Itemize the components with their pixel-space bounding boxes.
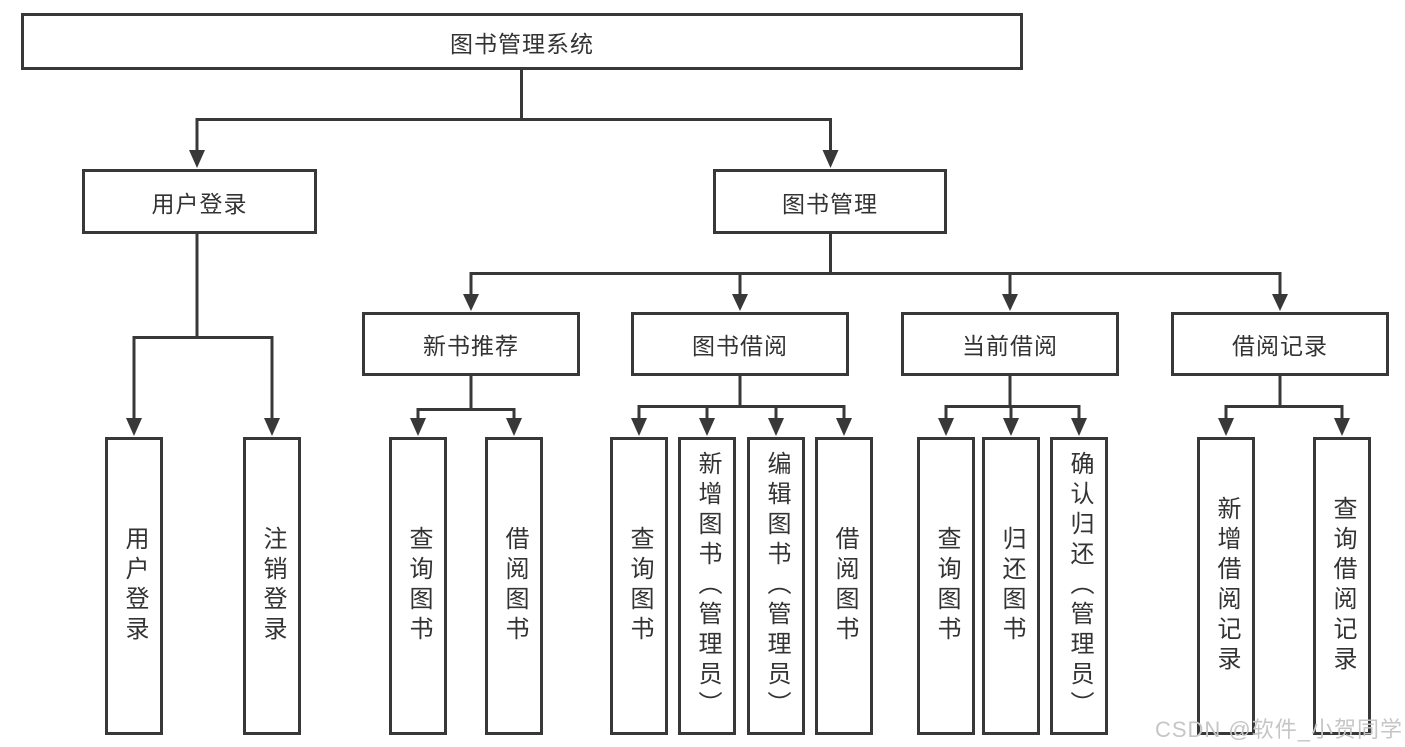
leaf-borrow-books-recommend-label: 借阅图书 — [501, 526, 528, 646]
node-borrowing-records-label: 借阅记录 — [1232, 333, 1328, 359]
node-new-book-recommendation-label: 新书推荐 — [423, 333, 519, 359]
node-book-management: 图书管理 — [713, 169, 947, 234]
leaf-edit-books-admin-label: 编辑图书（管理员） — [763, 451, 790, 721]
node-user-login-label: 用户登录 — [151, 190, 248, 217]
leaf-user-login: 用户登录 — [105, 437, 163, 735]
node-borrowing-records: 借阅记录 — [1171, 312, 1389, 376]
connector-book-management-split — [463, 233, 1288, 311]
node-root-label: 图书管理系统 — [450, 30, 594, 57]
leaf-borrow-books-borrowing: 借阅图书 — [815, 437, 873, 735]
leaf-return-books: 归还图书 — [982, 437, 1040, 735]
node-book-borrowing-label: 图书借阅 — [692, 333, 788, 359]
leaf-logout: 注销登录 — [243, 437, 301, 735]
node-root: 图书管理系统 — [21, 13, 1023, 70]
leaf-borrow-books-recommend: 借阅图书 — [485, 437, 543, 735]
connector-user-login-split — [126, 233, 280, 436]
leaf-add-borrow-record: 新增借阅记录 — [1197, 437, 1255, 735]
node-book-borrowing: 图书借阅 — [631, 312, 849, 376]
node-new-book-recommendation: 新书推荐 — [362, 312, 580, 376]
leaf-edit-books-admin: 编辑图书（管理员） — [747, 437, 805, 735]
leaf-query-books-current: 查询图书 — [917, 437, 975, 735]
leaf-add-books-admin: 新增图书（管理员） — [678, 437, 736, 735]
connector-root-to-level2 — [189, 70, 839, 168]
leaf-return-books-label: 归还图书 — [998, 526, 1025, 646]
node-current-borrowing: 当前借阅 — [901, 312, 1119, 376]
leaf-query-borrow-record: 查询借阅记录 — [1313, 437, 1371, 735]
leaf-query-books-current-label: 查询图书 — [933, 526, 960, 646]
connector-book-borrowing-split — [631, 375, 852, 436]
connector-borrowing-records-split — [1218, 375, 1350, 436]
leaf-confirm-return-admin-label: 确认归还（管理员） — [1066, 451, 1093, 721]
leaf-query-books-recommend: 查询图书 — [389, 437, 447, 735]
node-current-borrowing-label: 当前借阅 — [962, 333, 1058, 359]
node-book-management-label: 图书管理 — [782, 190, 878, 217]
leaf-logout-label: 注销登录 — [259, 526, 286, 646]
connector-current-borrowing-split — [938, 375, 1087, 436]
leaf-query-books-borrowing-label: 查询图书 — [626, 526, 653, 646]
leaf-confirm-return-admin: 确认归还（管理员） — [1050, 437, 1108, 735]
leaf-query-books-recommend-label: 查询图书 — [405, 526, 432, 646]
leaf-add-books-admin-label: 新增图书（管理员） — [694, 451, 721, 721]
leaf-user-login-label: 用户登录 — [121, 526, 148, 646]
connector-new-book-split — [410, 375, 522, 436]
leaf-query-books-borrowing: 查询图书 — [610, 437, 668, 735]
leaf-add-borrow-record-label: 新增借阅记录 — [1213, 496, 1240, 676]
leaf-borrow-books-borrowing-label: 借阅图书 — [831, 526, 858, 646]
csdn-watermark: CSDN @软件_小贺同学 — [1154, 717, 1403, 742]
leaf-query-borrow-record-label: 查询借阅记录 — [1329, 496, 1356, 676]
node-user-login: 用户登录 — [82, 169, 317, 234]
